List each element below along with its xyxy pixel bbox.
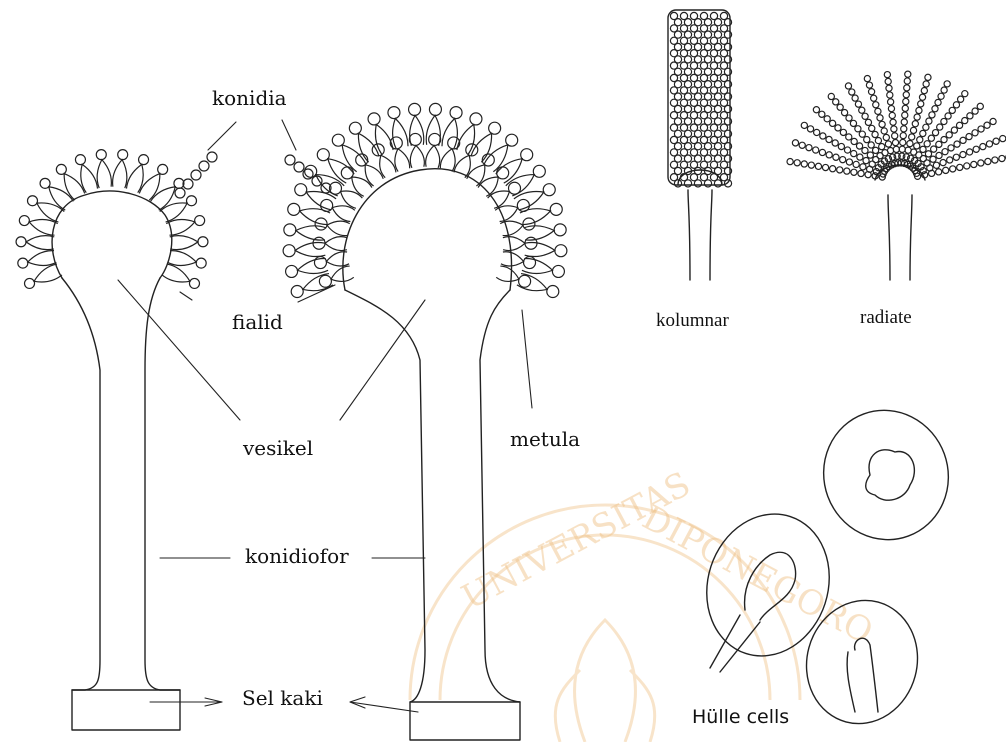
label-kolumnar: kolumnar: [656, 310, 729, 332]
radiate-head: [875, 165, 925, 280]
pointer-lines: [118, 120, 532, 712]
middle-conidiophore: [343, 169, 520, 740]
label-fialid: fialid: [232, 310, 283, 334]
label-radiate: radiate: [860, 307, 912, 329]
label-hulle-cells: Hülle cells: [692, 706, 789, 728]
label-vesikel: vesikel: [243, 436, 313, 460]
left-conidiophore: [52, 191, 180, 730]
label-konidia: konidia: [212, 86, 287, 110]
label-metula: metula: [510, 427, 580, 451]
label-konidiofor: konidiofor: [245, 544, 349, 568]
hulle-cells: [689, 393, 967, 736]
label-sel-kaki: Sel kaki: [242, 686, 323, 710]
